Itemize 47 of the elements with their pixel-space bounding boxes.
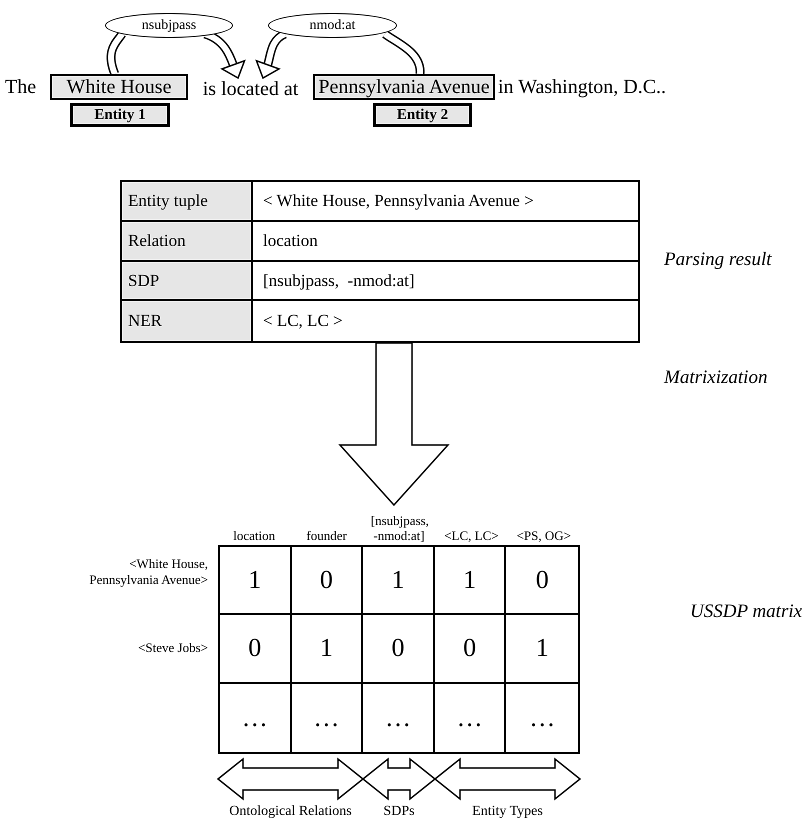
table-header-cell: Relation: [122, 222, 253, 262]
sentence-text: The: [5, 75, 38, 100]
matrix-value: 0: [536, 567, 549, 594]
matrix-value: 0: [463, 635, 476, 662]
matrix-value: …: [456, 704, 483, 731]
hollow-arrow: [255, 30, 288, 80]
matrix-value: 1: [248, 567, 262, 594]
matrix-value: 1: [536, 635, 549, 662]
matrix-value: …: [242, 704, 268, 731]
matrix-value: 0: [391, 635, 404, 662]
matrix-value: 0: [248, 635, 262, 662]
relation-ellipse: nmod:at: [268, 13, 397, 38]
row-header: <Steve Jobs>: [137, 640, 208, 656]
column-header: location: [232, 528, 276, 543]
matrix-value: 1: [391, 567, 404, 594]
relation-ellipse: nsubjpass: [105, 13, 233, 38]
sentence-text: is located at: [190, 78, 311, 100]
table-cell: < White House, Pennsylvania Avenue >: [253, 182, 638, 222]
span-label: SDPs: [382, 803, 416, 820]
row-header: <White House, Pennsylvania Avenue>: [88, 556, 208, 588]
block-arrow: [338, 342, 450, 506]
matrix-value: …: [384, 704, 411, 731]
table-cell: [nsubjpass, -nmod:at]: [253, 262, 638, 302]
matrix-value: …: [313, 704, 340, 731]
matrix-value: 0: [320, 567, 333, 594]
step-label: USSDP matrix: [690, 600, 804, 624]
step-label: Matrixization: [664, 366, 768, 390]
table-header-cell: NER: [122, 301, 253, 341]
entity-tag: Entity 1: [70, 103, 170, 127]
column-header: founder: [305, 528, 348, 543]
entity-tag: Entity 2: [373, 103, 472, 127]
column-header: [nsubjpass, -nmod:at]: [370, 513, 430, 543]
matrix-value: 1: [463, 567, 476, 594]
matrix-value: 1: [320, 635, 333, 662]
table-header-cell: SDP: [122, 262, 253, 302]
span-label: Entity Types: [471, 803, 544, 820]
span-label: Ontological Relations: [228, 803, 353, 820]
step-label: Parsing result: [664, 248, 773, 272]
column-header: <LC, LC>: [443, 528, 500, 543]
table-cell-text: < LC, LC >: [262, 310, 344, 332]
column-header: <PS, OG>: [516, 528, 572, 543]
entity-highlight: White House: [50, 74, 188, 100]
sentence-text: in Washington, D.C..: [498, 75, 668, 100]
matrix-value: …: [529, 704, 556, 731]
table-header-cell: Entity tuple: [122, 182, 253, 222]
table-cell: location: [253, 222, 638, 262]
entity-highlight: Pennsylvania Avenue: [313, 74, 495, 100]
